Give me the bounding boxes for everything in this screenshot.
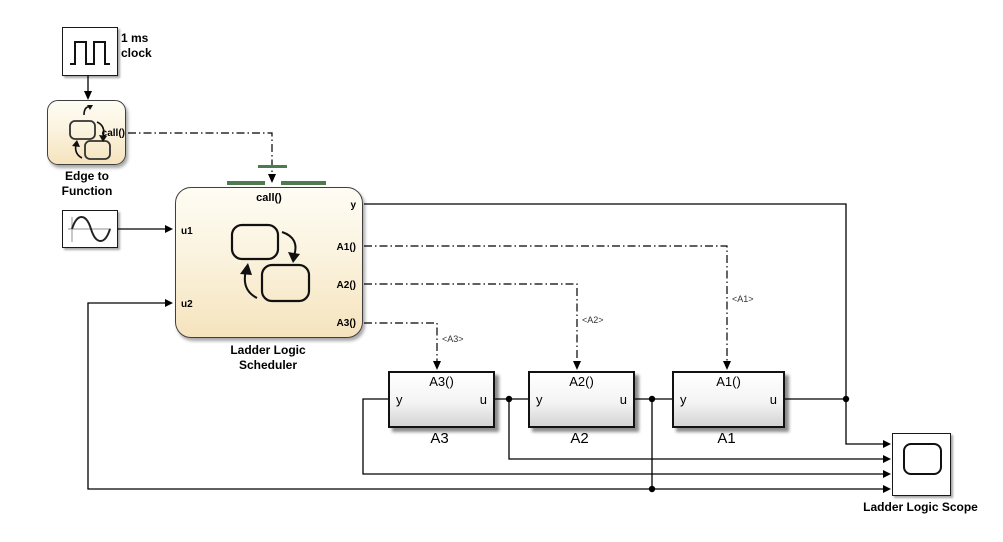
scheduler-a3-port: A3() — [336, 318, 356, 329]
ladder-logic-scope-block[interactable] — [892, 433, 951, 496]
a3-y-port: y — [396, 392, 403, 407]
a1-function-title: A1() — [716, 374, 741, 389]
branch-dots — [505, 395, 850, 493]
sine-wave-icon — [68, 216, 111, 242]
a1-y-port: y — [680, 392, 687, 407]
scheduler-a1-port: A1() — [336, 242, 356, 253]
arrowheads — [84, 91, 891, 493]
a1-u-port: u — [769, 392, 777, 407]
trigger-port-bar-right — [281, 181, 326, 185]
wire-a2y-to-scope[interactable] — [508, 399, 884, 460]
pulse-generator-block[interactable] — [62, 27, 118, 76]
signal-label-a2: <A2> — [582, 315, 604, 325]
subsystem-a2-block[interactable]: A2() y u — [528, 371, 635, 428]
edge-to-function-block[interactable]: call() — [47, 100, 126, 165]
function-call-trigger-icon — [83, 105, 93, 116]
signal-label-a3: <A3> — [442, 334, 464, 344]
edge-to-function-label[interactable]: Edge to Function — [61, 169, 113, 198]
ladder-logic-scope-label[interactable]: Ladder Logic Scope — [863, 500, 978, 514]
stateflow-mini-chart-icon — [69, 105, 111, 160]
a3-function-title: A3() — [429, 374, 454, 389]
subsystem-a1-label[interactable]: A1 — [717, 430, 736, 447]
signal-label-a1: <A1> — [732, 294, 754, 304]
subsystem-a3-label[interactable]: A3 — [430, 430, 449, 447]
scheduler-trigger-port: call() — [256, 192, 282, 204]
wire-a3y-to-scope[interactable] — [362, 398, 884, 475]
wire-a2call[interactable] — [364, 283, 578, 362]
subsystem-a1-block[interactable]: A1() y u — [672, 371, 785, 428]
scheduler-a2-port: A2() — [336, 280, 356, 291]
scope-screen-icon — [903, 443, 942, 475]
scheduler-u2-port: u2 — [181, 299, 193, 310]
scheduler-u1-port: u1 — [181, 226, 193, 237]
edge-call-output-port: call() — [101, 128, 125, 139]
subsystem-a3-block[interactable]: A3() y u — [388, 371, 495, 428]
wire-a1call[interactable] — [364, 245, 728, 362]
a2-u-port: u — [619, 392, 627, 407]
a2-function-title: A2() — [569, 374, 594, 389]
ladder-logic-scheduler-label[interactable]: Ladder Logic Scheduler — [230, 343, 306, 372]
ladder-logic-scheduler-block[interactable]: call() u1 u2 y A1() A2() A3() — [175, 187, 363, 338]
trigger-crossing-bar — [258, 165, 287, 168]
pulse-generator-label[interactable]: 1 ms clock — [121, 31, 152, 60]
wire-call-to-scheduler[interactable] — [128, 132, 273, 175]
wire-a3call[interactable] — [364, 322, 438, 362]
square-wave-icon — [70, 41, 110, 65]
a2-y-port: y — [536, 392, 543, 407]
a3-u-port: u — [479, 392, 487, 407]
scheduler-y-port: y — [350, 200, 356, 211]
subsystem-a2-label[interactable]: A2 — [570, 430, 589, 447]
sine-wave-block[interactable] — [62, 210, 118, 248]
wire-y-to-scope[interactable] — [364, 203, 884, 445]
stateflow-chart-icon — [230, 223, 311, 303]
trigger-port-bar-left — [227, 181, 265, 185]
wire-a1y-to-u2-feedback[interactable] — [87, 302, 652, 490]
